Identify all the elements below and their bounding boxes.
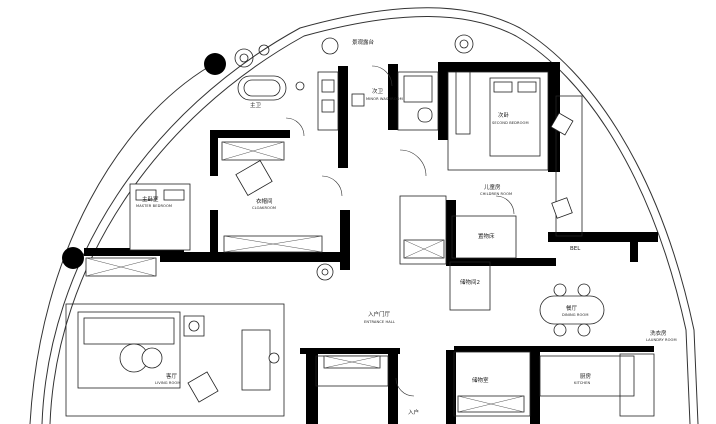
master-bath-label: 主卫 xyxy=(250,101,262,109)
kitchen-label-en: KITCHEN xyxy=(574,381,590,385)
door-swings xyxy=(285,65,515,397)
minor-bath-label-cn: 次卫 xyxy=(372,87,384,95)
beds xyxy=(129,77,541,251)
entrance-hall-label-en: ENTRANCE HALL xyxy=(364,320,395,324)
walls xyxy=(84,62,658,424)
chairs xyxy=(187,112,574,403)
living-furniture xyxy=(77,311,280,391)
cabinet-hatches xyxy=(85,141,525,413)
bath-fixtures xyxy=(237,75,433,123)
laundry-room-label-en: LAUNDRY ROOM xyxy=(646,338,677,342)
master-bedroom-label-en: MASTER BEDROOM xyxy=(136,204,172,208)
dining-room-label-cn: 餐厅 xyxy=(566,304,578,312)
cloakroom-label-en: CLOAKROOM xyxy=(252,206,276,210)
laundry-room-label-cn: 洗衣房 xyxy=(650,329,667,337)
dining-set xyxy=(539,283,605,337)
second-bedroom-label-en: SECOND BEDROOM xyxy=(492,121,529,125)
second-bedroom-label-cn: 次卧 xyxy=(498,111,510,119)
children-room-label-cn: 儿童房 xyxy=(484,183,501,191)
outer-facade xyxy=(29,7,699,424)
fridge-tag: BEL xyxy=(570,246,581,252)
column-post-top xyxy=(204,53,226,75)
kitchen-label-cn: 厨房 xyxy=(580,372,592,380)
storage2-label: 储物间2 xyxy=(460,278,480,286)
planter-group xyxy=(234,34,474,281)
living-room-label-en: LIVING ROOM xyxy=(155,381,181,385)
dining-room-label-en: DINING ROOM xyxy=(562,313,589,317)
storage-room-label: 储物室 xyxy=(472,376,489,384)
cloakroom-label-cn: 衣帽间 xyxy=(256,197,273,205)
living-room-label-cn: 客厅 xyxy=(166,372,178,380)
minor-bath-label-en: MINOR WASHROOM xyxy=(366,97,403,101)
children-room-label-en: CHILDREN ROOM xyxy=(480,192,512,196)
column-post-left xyxy=(62,247,84,269)
room-labels: 景观露台 主卫 次卫 MINOR WASHROOM 次卧 SECOND BEDR… xyxy=(136,38,677,416)
partitions xyxy=(65,71,655,417)
master-bedroom-label-cn: 主卧室 xyxy=(142,195,159,203)
entrance-hall-label-cn: 入户门厅 xyxy=(368,310,391,318)
entry-label: 入户 xyxy=(408,408,419,416)
balcony-label: 景观露台 xyxy=(352,38,375,46)
study-label: 置物床 xyxy=(478,232,495,240)
